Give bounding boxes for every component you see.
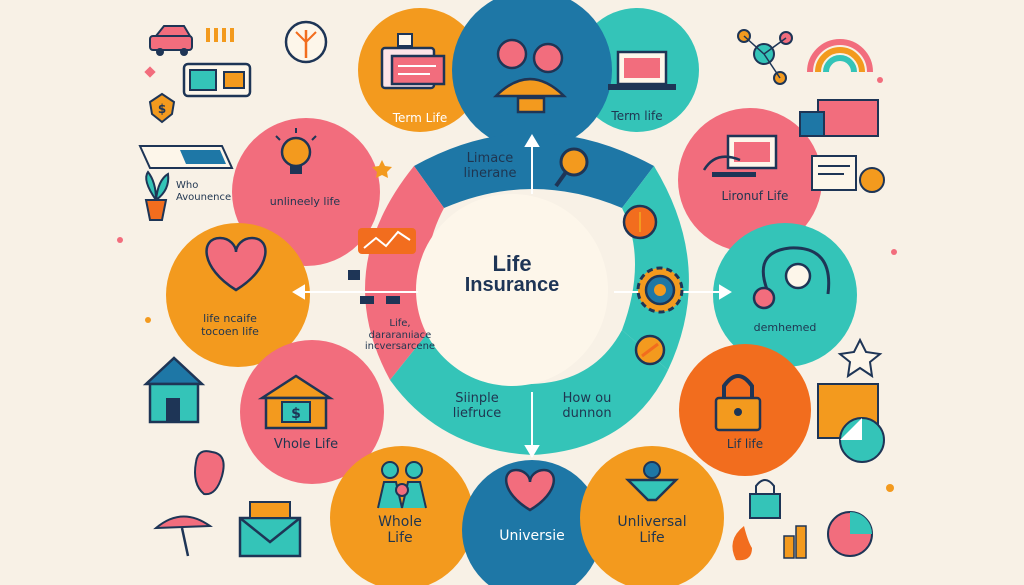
heart-icon — [205, 236, 267, 292]
label-unlinely: unlineely life — [269, 195, 341, 208]
arrow-head-left — [292, 284, 305, 300]
flame-icon — [732, 526, 752, 561]
ring-label-bottom-right-line1: How ou — [562, 391, 612, 406]
star-icon — [837, 337, 883, 379]
padlock-small-icon — [749, 479, 781, 519]
envelope-icon — [238, 501, 302, 558]
plant-icon — [144, 170, 170, 221]
ring-label-top-line2: linerane — [463, 165, 517, 181]
magnifier-icon — [554, 147, 589, 188]
label-unliversal: Unliversal Life — [602, 514, 702, 546]
arrow-head-bottom — [524, 445, 540, 458]
ring-label-left-line3: incversarcene — [364, 341, 436, 352]
label-life-ncaife-line1: life ncaife — [203, 312, 257, 325]
circle-unlinely — [232, 118, 380, 266]
circle-universie — [462, 460, 602, 585]
side-text-line1: Who — [176, 180, 199, 191]
heart-small-icon — [504, 468, 556, 512]
money-icon — [138, 145, 234, 169]
ring-segment-bottom-right — [532, 330, 668, 455]
circle-whole-life-orange — [330, 446, 474, 585]
arrow-head-right — [719, 284, 732, 300]
circle-life-ncaife — [166, 223, 310, 367]
side-text-line2: Avounence — [176, 191, 232, 203]
ring-segment-bottom-left — [390, 330, 532, 455]
badge-icon — [634, 334, 666, 366]
dollar-badge-icon — [622, 204, 658, 240]
ring-label-top: Limace linerane — [430, 151, 550, 182]
chart-icon — [348, 228, 416, 304]
bars-icon — [783, 525, 807, 559]
monitor-icon — [702, 134, 778, 177]
ring-label-bottom-left-line1: Siinple — [455, 391, 499, 406]
face-icon — [194, 450, 225, 496]
label-whole-life-orange-line1: Whole — [378, 514, 422, 530]
label-term-life-right: Term life — [611, 109, 663, 123]
side-text: Who Avounence — [176, 180, 248, 203]
hub-circle — [416, 194, 608, 386]
truck-icon — [799, 99, 879, 137]
rainbow-icon — [807, 39, 873, 73]
id-card-icon — [182, 62, 252, 98]
ring-label-bottom-left: Siinple liefruce — [432, 391, 522, 422]
dollar-shield-icon: $ — [148, 92, 176, 124]
hub-title-line2: Insurance — [464, 274, 560, 297]
family-icon — [377, 461, 427, 509]
label-term-life-left: Term Life — [392, 111, 448, 125]
svg-text:$: $ — [291, 406, 301, 422]
pendulum-icon — [752, 246, 831, 310]
car-icon — [149, 25, 193, 56]
label-unliversal-line2: Life — [639, 530, 665, 547]
laptop-icon — [608, 50, 676, 90]
hub-title: Life Insurance — [430, 252, 594, 296]
circle-unliversal — [580, 446, 724, 585]
umbrella-icon — [153, 515, 213, 557]
label-whole-life-pink: Vhole Life — [273, 437, 339, 452]
house-icon — [142, 356, 206, 424]
exclaim-icon — [206, 28, 234, 42]
money-house-icon: $ — [257, 374, 335, 430]
person-icon — [492, 38, 568, 114]
vault-icon — [380, 33, 446, 90]
ring-label-left: Life, dararanıiace incversarcene — [330, 318, 470, 353]
puzzle-icon — [817, 383, 885, 463]
label-whole-life-orange-line2: Life — [387, 530, 413, 547]
network-icon — [737, 29, 793, 85]
circle-person-blue — [452, 0, 612, 150]
tree-icon — [284, 20, 328, 64]
label-lironuf: Lironuf Life — [721, 189, 789, 203]
ring-segment-top — [414, 133, 654, 208]
label-lif-life: Lif life — [726, 437, 764, 451]
lock-icon — [714, 374, 762, 432]
funnel-icon — [624, 461, 680, 502]
ring-label-top-line1: Limace — [466, 151, 514, 166]
svg-text:$: $ — [158, 102, 166, 116]
ring-label-left-line1: Life, — [389, 318, 411, 329]
gear-icon — [636, 266, 684, 314]
label-universie: Universie — [499, 528, 565, 544]
circle-lironuf — [678, 108, 822, 252]
ring-label-bottom-right-line2: dunnon — [562, 405, 612, 421]
label-unliversal-line1: Unliversal — [617, 514, 687, 530]
label-life-ncaife-line2: tocoen life — [201, 324, 259, 338]
bulb-icon — [275, 128, 317, 174]
arrow-head-top — [524, 134, 540, 147]
ring-label-left-line2: dararanıiace — [368, 329, 432, 341]
pie-icon — [827, 511, 873, 557]
ring-label-bottom-right: How ou dunnon — [542, 391, 632, 422]
label-whole-life-orange: Whole Life — [360, 514, 440, 546]
ring-label-bottom-left-line2: liefruce — [452, 405, 502, 421]
hub-title-line1: Life — [492, 251, 532, 276]
label-deminemed: demhemed — [753, 321, 817, 334]
label-life-ncaife: life ncaife tocoen life — [180, 312, 280, 338]
document-icon — [811, 155, 885, 193]
